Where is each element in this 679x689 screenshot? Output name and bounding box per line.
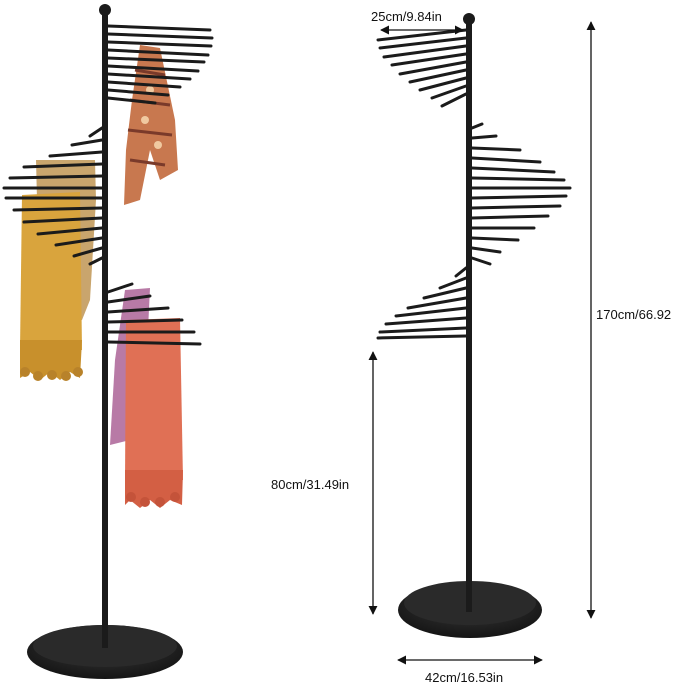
- base-diameter-label: 42cm/16.53in: [425, 670, 504, 685]
- dimension-lines: [368, 21, 596, 665]
- right-middle-arms: [470, 122, 572, 266]
- left-middle-arms: [2, 126, 104, 266]
- right-pole: [466, 22, 472, 612]
- total-height-label: 170cm/66.92: [596, 307, 672, 322]
- arm-length-label: 25cm/9.84in: [371, 9, 442, 24]
- left-rack-with-scarves: [2, 4, 214, 679]
- left-top-knob: [99, 4, 111, 16]
- right-top-knob: [463, 13, 475, 25]
- coral-scarf: [125, 318, 183, 508]
- lower-height-label: 80cm/31.49in: [271, 477, 350, 492]
- right-lower-arms: [376, 266, 468, 340]
- left-upper-arms: [106, 24, 214, 105]
- left-lower-arms: [106, 282, 202, 346]
- right-upper-arms: [376, 28, 468, 108]
- right-rack-dimensions: [368, 13, 596, 665]
- yellow-scarf: [20, 160, 96, 381]
- left-pole: [102, 12, 108, 648]
